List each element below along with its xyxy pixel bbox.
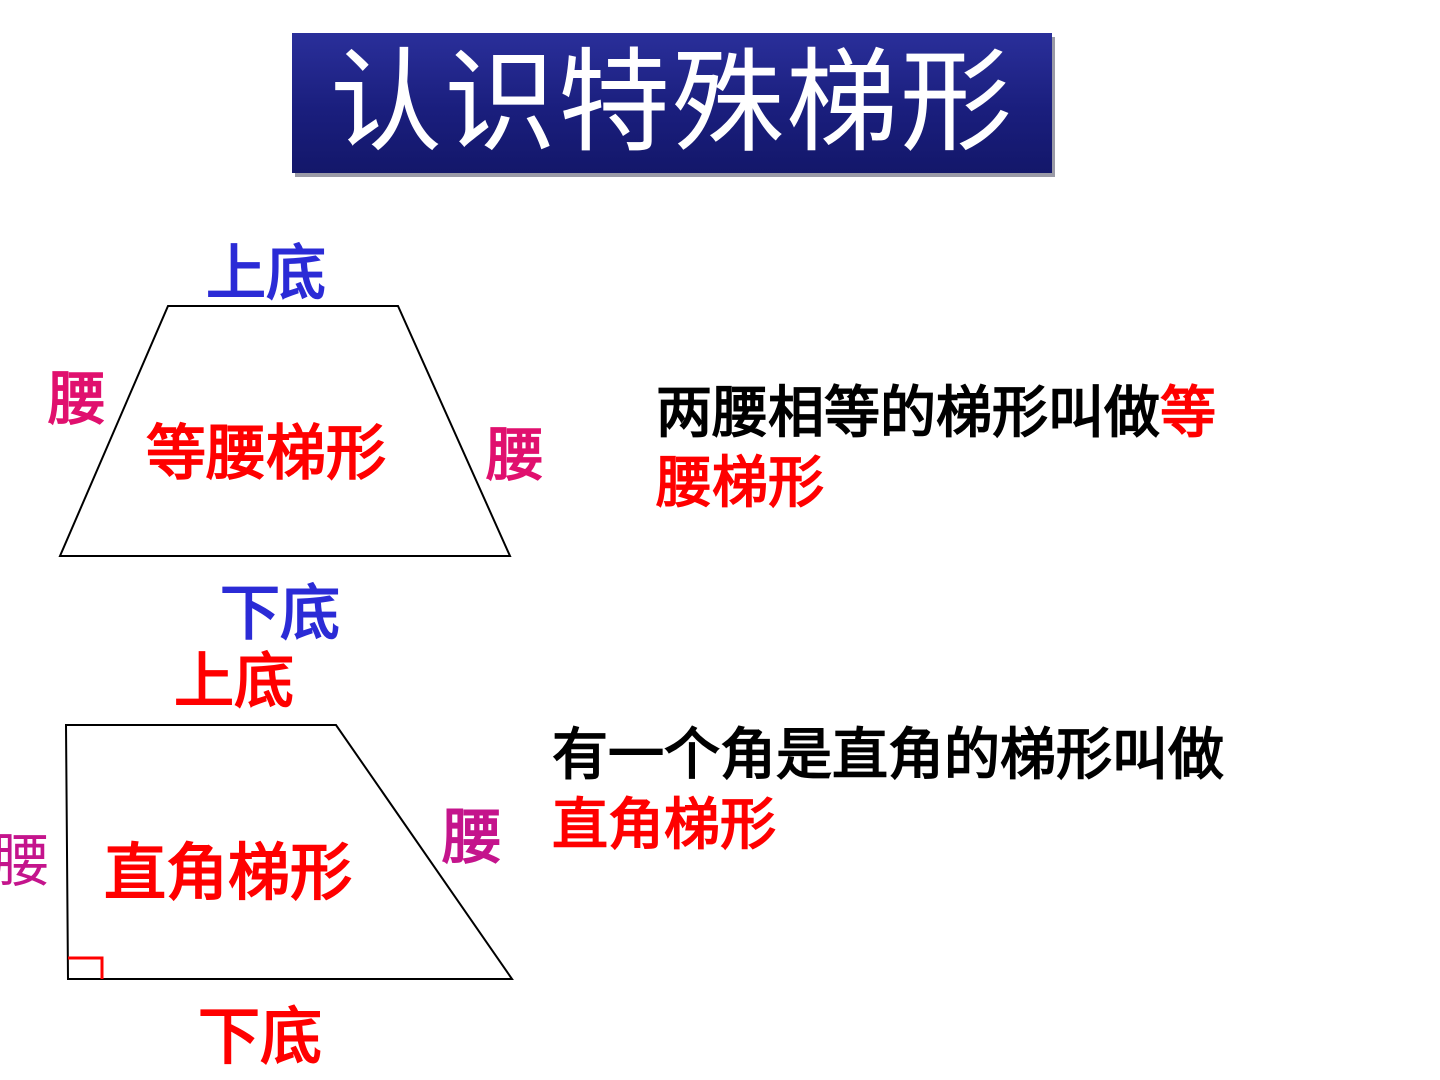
rt-bottom-base-label: 下底	[198, 1000, 323, 1073]
iso-bottom-base-label: 下底	[220, 579, 340, 649]
right-trapezoid	[64, 724, 514, 980]
iso-left-leg-label: 腰	[48, 365, 107, 433]
iso-right-leg-label: 腰	[486, 421, 545, 489]
rt-left-leg-label: 腰	[0, 827, 51, 895]
isosceles-trapezoid	[58, 305, 512, 557]
rt-definition: 有一个角是直角的梯形叫做 直角梯形	[552, 720, 1224, 860]
iso-center-label: 等腰梯形	[146, 419, 386, 489]
iso-definition-highlight-2: 腰梯形	[656, 450, 824, 516]
rt-right-leg-label: 腰	[442, 803, 502, 873]
rt-top-base-label: 上底	[174, 647, 294, 717]
iso-definition-highlight-1: 等	[1160, 380, 1216, 446]
rt-definition-text: 有一个角是直角的梯形叫做	[552, 722, 1224, 788]
iso-definition: 两腰相等的梯形叫做等 腰梯形	[656, 378, 1216, 518]
iso-definition-text: 两腰相等的梯形叫做	[656, 380, 1160, 446]
iso-top-base-label: 上底	[206, 239, 326, 309]
page-title: 认识特殊梯形	[330, 38, 1014, 168]
right-angle-marker	[68, 956, 104, 979]
title-banner: 认识特殊梯形	[292, 33, 1052, 173]
rt-center-label: 直角梯形	[104, 836, 353, 909]
rt-definition-highlight: 直角梯形	[552, 792, 776, 858]
